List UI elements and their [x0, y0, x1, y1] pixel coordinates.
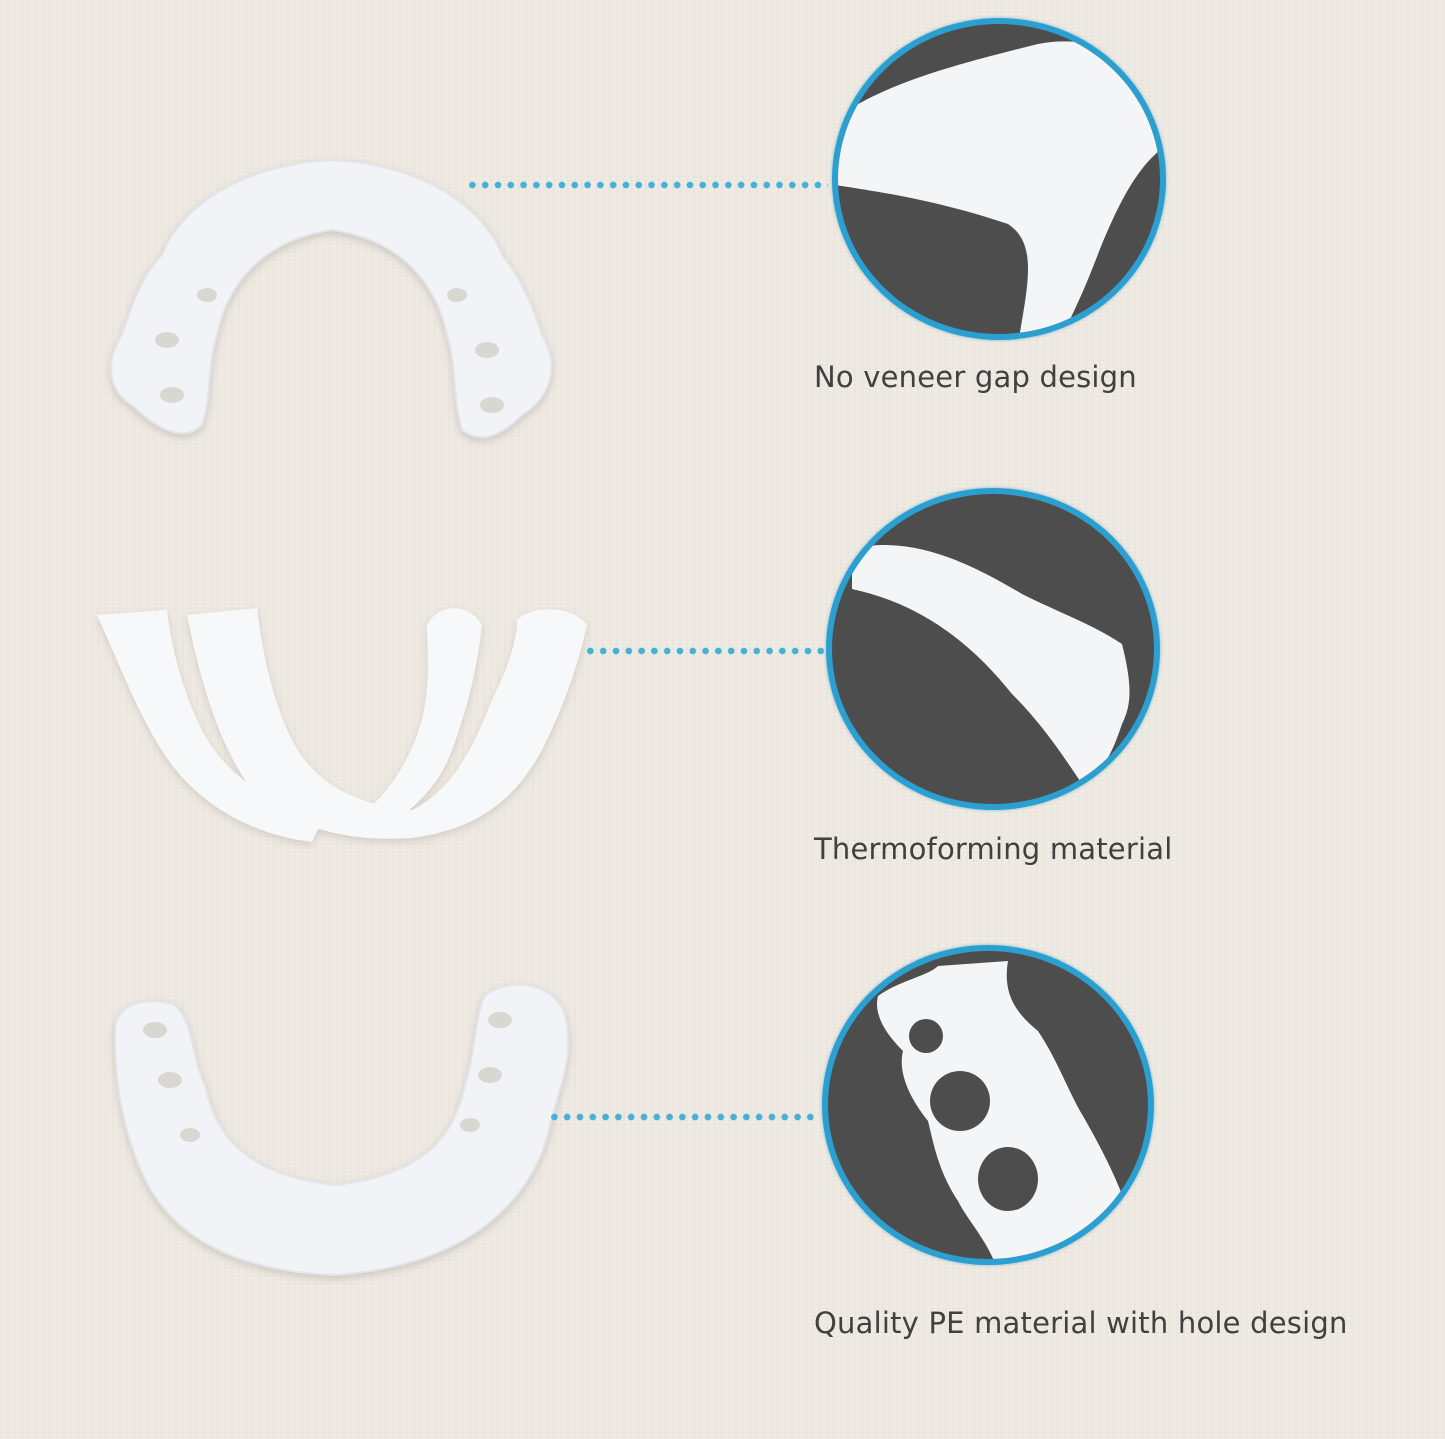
detail-circle-material-strand [826, 488, 1160, 810]
upper-veneer-illustration [92, 105, 572, 450]
material-strand-closeup-icon [852, 545, 1130, 784]
feature-label-veneer-gap: No veneer gap design [814, 360, 1137, 394]
connector-dots-3 [548, 1113, 818, 1121]
feature-label-thermoforming: Thermoforming material [814, 832, 1173, 866]
detail-circle-hole-design [822, 945, 1154, 1265]
lower-veneer-illustration [95, 975, 580, 1285]
detail-circle-veneer-edge [832, 18, 1166, 340]
thermoforming-illustration [92, 590, 592, 850]
feature-label-pe-hole: Quality PE material with hole design [814, 1306, 1348, 1340]
connector-dots-2 [584, 647, 824, 655]
hole-design-closeup-icon [877, 961, 1128, 1259]
connector-dots-1 [466, 181, 828, 189]
veneer-edge-closeup-icon [838, 41, 1160, 334]
